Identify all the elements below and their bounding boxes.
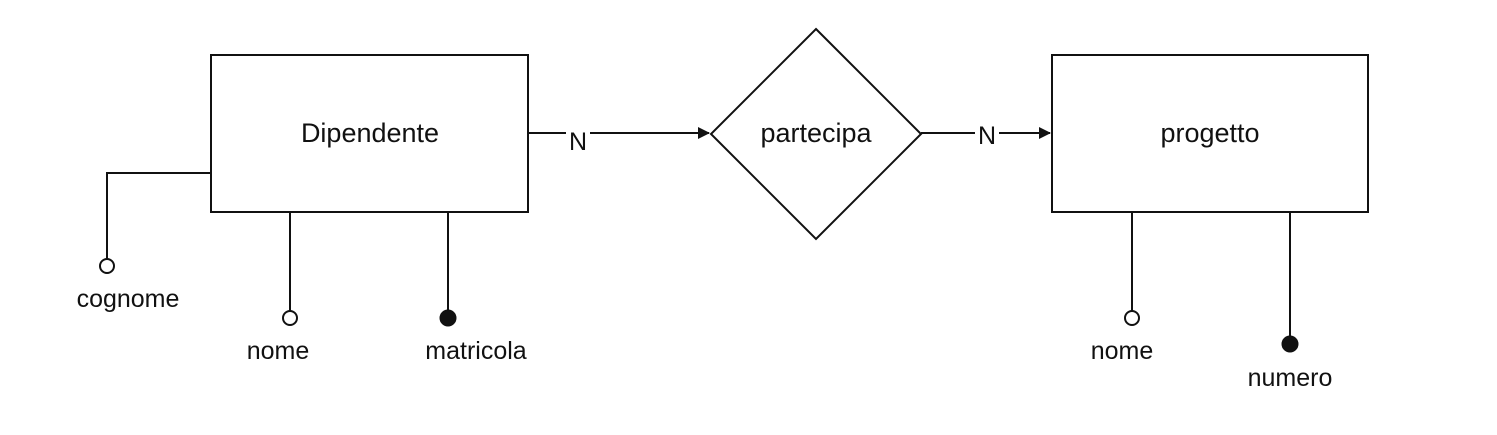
connector-dipendente-partecipa: N — [528, 126, 710, 156]
attribute-nome-progetto-marker — [1124, 310, 1140, 326]
attribute-nome-dipendente-marker — [282, 310, 298, 326]
entity-dipendente: Dipendente — [210, 54, 529, 213]
attribute-matricola-key-marker — [439, 309, 457, 327]
attribute-cognome: cognome — [77, 172, 211, 313]
attribute-numero-label: numero — [1248, 364, 1333, 392]
attribute-nome-progetto: nome — [1091, 212, 1154, 365]
cardinality-right: N — [978, 122, 996, 150]
attribute-nome-dipendente-label: nome — [247, 337, 310, 365]
attribute-nome-progetto-label: nome — [1091, 337, 1154, 365]
relationship-partecipa: partecipa — [709, 27, 923, 241]
cardinality-left: N — [569, 128, 587, 156]
entity-progetto-label: progetto — [1160, 118, 1259, 148]
entity-progetto: progetto — [1051, 54, 1369, 213]
attribute-matricola: matricola — [425, 212, 527, 365]
entity-dipendente-label: Dipendente — [301, 118, 439, 148]
attribute-cognome-marker — [99, 258, 115, 274]
attribute-cognome-label: cognome — [77, 285, 180, 313]
relationship-partecipa-label: partecipa — [760, 118, 872, 148]
attribute-matricola-label: matricola — [425, 337, 527, 365]
attribute-numero: numero — [1248, 212, 1333, 392]
attribute-numero-key-marker — [1281, 335, 1299, 353]
attribute-nome-dipendente: nome — [247, 212, 310, 365]
connector-partecipa-progetto: N — [921, 120, 1051, 150]
